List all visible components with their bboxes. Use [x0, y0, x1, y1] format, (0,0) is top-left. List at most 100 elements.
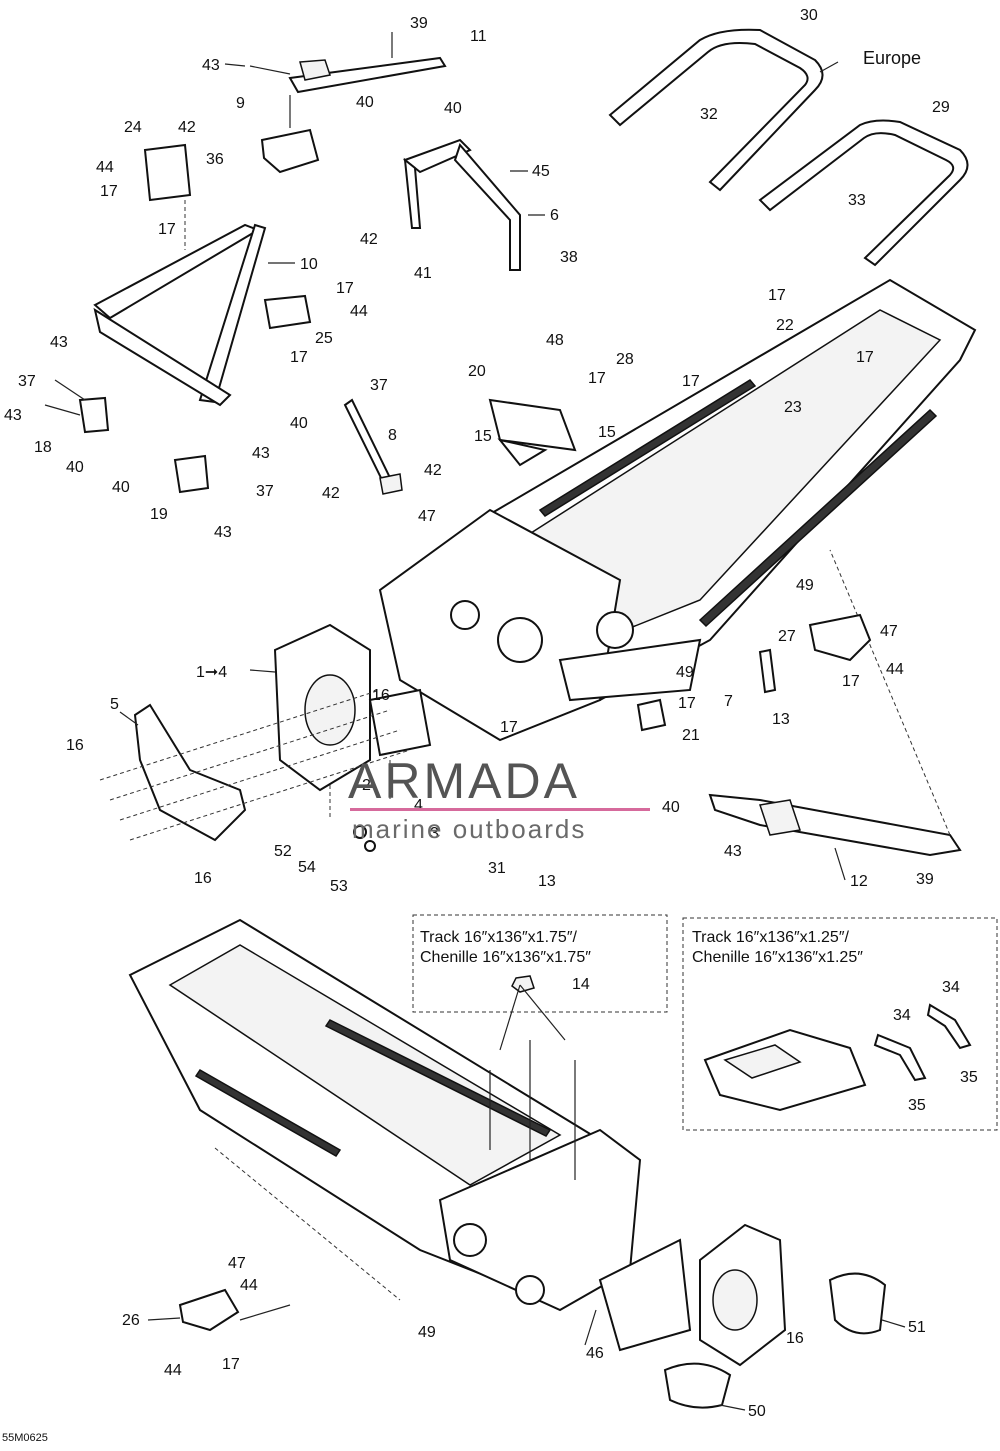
watermark-underline	[350, 808, 650, 811]
part-27-step	[808, 613, 872, 662]
track-block-illustration	[703, 1003, 972, 1112]
callout-49: 49	[676, 664, 694, 681]
part-18-bracket	[44, 379, 110, 434]
track-box-1-part-label: 14	[572, 976, 590, 993]
callout-11: 11	[470, 28, 487, 45]
callout-13: 13	[538, 873, 556, 890]
callout-2: 2	[362, 777, 371, 794]
part-25-bracket	[263, 294, 312, 330]
part-1to4-bulkhead	[273, 623, 432, 792]
parts-2to4-fasteners	[329, 760, 391, 852]
callout-43: 43	[50, 334, 68, 351]
part-6-bracket	[402, 138, 521, 271]
watermark-tagline: marine outboards	[352, 814, 587, 844]
part-19-bracket	[173, 454, 210, 494]
callout-35: 35	[908, 1097, 926, 1114]
track-box-1-border	[412, 914, 668, 1013]
callout-47: 47	[418, 508, 436, 525]
callout-54: 54	[298, 859, 316, 876]
callout-35: 35	[960, 1069, 978, 1086]
callout-25: 25	[315, 330, 333, 347]
callout-8: 8	[388, 427, 397, 444]
callout-15: 15	[474, 428, 492, 445]
callout-19: 19	[150, 506, 168, 523]
callout-43: 43	[202, 57, 220, 74]
callout-30: 30	[800, 7, 818, 24]
callout-17: 17	[290, 349, 308, 366]
callout-24: 24	[124, 119, 142, 136]
callout-16: 16	[66, 737, 84, 754]
drawing-code: 55M0625	[2, 1432, 48, 1444]
callout-17: 17	[500, 719, 518, 736]
callout-38: 38	[560, 249, 578, 266]
callout-40: 40	[356, 94, 374, 111]
callout-32: 32	[700, 106, 718, 123]
callout-44: 44	[96, 159, 114, 176]
part-9-bracket	[260, 95, 320, 174]
callout-49: 49	[796, 577, 814, 594]
callout-42: 42	[322, 485, 340, 502]
callout-22: 22	[776, 317, 794, 334]
leader-lines-left	[99, 689, 411, 841]
part-11-rod	[249, 32, 447, 94]
callout-37: 37	[256, 483, 274, 500]
part-5-side-plate	[133, 703, 247, 842]
callout-40: 40	[112, 479, 130, 496]
callout-33: 33	[848, 192, 866, 209]
part-10-frame	[93, 223, 267, 407]
callout-42: 42	[360, 231, 378, 248]
callout-37: 37	[18, 373, 36, 390]
callout-40: 40	[66, 459, 84, 476]
callout-17: 17	[158, 221, 176, 238]
callout-20: 20	[468, 363, 486, 380]
callout-45: 45	[532, 163, 550, 180]
callout-17: 17	[336, 280, 354, 297]
callout-16: 16	[372, 687, 390, 704]
callout-17: 17	[678, 695, 696, 712]
callout-10: 10	[300, 256, 318, 273]
track-box-2-line2: Chenille 16″x136″x1.25″	[692, 949, 863, 966]
callout-17: 17	[100, 183, 118, 200]
callout-28: 28	[616, 351, 634, 368]
callout-42: 42	[178, 119, 196, 136]
callout-44: 44	[886, 661, 904, 678]
callout-34: 34	[942, 979, 960, 996]
track-box-1-line1: Track 16″x136″x1.75″/	[420, 929, 577, 946]
callout-43: 43	[214, 524, 232, 541]
callout-51: 51	[908, 1319, 926, 1336]
callout-41: 41	[414, 265, 432, 282]
callout-43: 43	[4, 407, 22, 424]
callout-12: 12	[850, 873, 868, 890]
part-14-nut	[511, 975, 535, 993]
callout-17: 17	[682, 373, 700, 390]
callout-15: 15	[598, 424, 616, 441]
callout-52: 52	[274, 843, 292, 860]
lower-chassis	[128, 918, 692, 1352]
callout-13: 13	[772, 711, 790, 728]
callout-17: 17	[222, 1356, 240, 1373]
callout-23: 23	[784, 399, 802, 416]
callout-5: 5	[110, 696, 119, 713]
callout-39: 39	[916, 871, 934, 888]
callout-21: 21	[682, 727, 700, 744]
part-16-lower-bulkhead	[699, 1223, 787, 1367]
callout-16: 16	[786, 1330, 804, 1347]
callout-44: 44	[164, 1362, 182, 1379]
part-21-bracket	[636, 698, 667, 732]
part-26-step	[178, 1288, 291, 1332]
callout-29: 29	[932, 99, 950, 116]
part-29-bumper	[758, 119, 969, 267]
callout-9: 9	[236, 95, 245, 112]
callout-17: 17	[588, 370, 606, 387]
callout-7: 7	[724, 693, 733, 710]
part-20-bracket	[488, 398, 577, 467]
main-chassis	[378, 278, 977, 742]
callout-40: 40	[444, 100, 462, 117]
callout-6: 6	[550, 207, 559, 224]
callout-40: 40	[662, 799, 680, 816]
track-box-2-border	[682, 917, 998, 1131]
callout-3: 3	[430, 825, 439, 842]
callout-17: 17	[856, 349, 874, 366]
callout-17: 17	[842, 673, 860, 690]
